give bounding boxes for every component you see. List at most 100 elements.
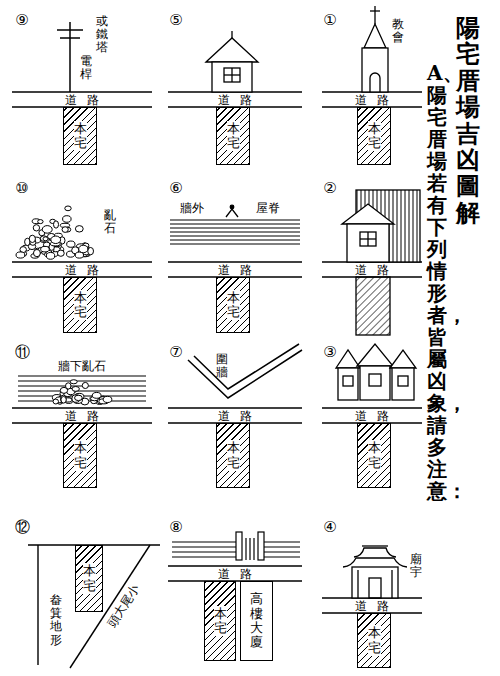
plot-label: 本宅 [227,440,240,471]
scattered-rocks-stroke [54,221,59,228]
house-plot: 本宅 [216,423,250,488]
three-houses-stroke [398,376,408,386]
wall-with-gate-stroke [172,541,236,542]
house-plot: 本宅 [204,581,236,661]
callout-number: ⑪ [15,345,30,360]
dustpan-plot-outline [28,545,160,668]
scattered-rocks-stroke [79,245,88,253]
roof-ridge-lines-stroke [170,231,300,232]
scattered-rocks-stroke [33,249,40,256]
tall-building-behind-house-stroke [356,277,390,335]
callout-number: ② [323,181,336,196]
v-shaped-wall-stroke [194,344,299,389]
road-label: 道路 [54,410,110,422]
road-label: 道路 [344,600,400,612]
callout-number: ⑨ [15,13,28,28]
three-houses [336,344,416,400]
utility-pole-stroke [60,37,80,39]
wall-with-gate-stroke [264,546,300,547]
scattered-rocks-stroke [16,252,25,258]
roof-ridge-lines-stroke [170,223,300,224]
temple-stroke [343,558,407,567]
callout-number: ⑫ [15,520,30,535]
church [362,6,388,92]
object-label: 電桿 [80,55,92,81]
church-stroke [370,73,380,92]
plot-label: 本宅 [214,606,227,637]
object-label: 或鐵塔 [96,15,108,55]
house-plot: 本宅 [357,107,391,165]
wall-with-gate-stroke [245,538,246,560]
scattered-rocks-stroke [38,220,43,224]
temple-stroke [362,545,388,546]
house-plot: 本宅 [63,277,97,333]
scattered-rocks-stroke [103,396,112,402]
house-stroke [231,31,232,38]
road-label: 道路 [344,410,400,422]
scattered-rocks-stroke [29,235,35,242]
three-houses-stroke [360,366,390,400]
callout-number: ⑧ [169,520,182,535]
wall-with-gate-stroke [236,532,242,560]
scattered-rocks-stroke [70,380,77,384]
page-title: 陽宅厝場吉凶圖解 [456,15,480,226]
wall-with-gate-stroke [172,556,236,557]
callout-number: ⑦ [169,345,182,360]
wall-with-gate-stroke [253,538,254,560]
road-label: 道路 [54,264,110,276]
utility-pole-stroke [57,29,83,31]
scattered-rocks-stroke [63,216,72,223]
object-label: 牆下亂石 [58,358,106,375]
roof-ridge-lines [170,220,300,244]
subtitle: A、陽宅厝場若有下列情形者，皆屬凶象，請多注意： [427,62,447,502]
scattered-rocks-stroke [61,397,66,404]
house-plot: 本宅 [63,107,97,165]
three-houses-stroke [336,350,360,368]
road-lines-stroke [168,407,302,408]
house-plot: 本宅 [216,277,250,333]
road-lines-stroke [168,565,302,566]
tall-building-behind-house-stroke [342,204,394,224]
building-plot: 高樓大廈 [240,581,273,661]
scattered-rocks-stroke [40,236,47,242]
plot-label: 本宅 [227,290,240,321]
object-label: 屋脊 [256,200,280,217]
callout-number: ④ [323,520,336,535]
tall-building-behind-house-stroke [360,238,376,239]
road-label: 道路 [207,410,263,422]
plot-label: 高樓大廈 [250,591,263,650]
roof-ridge-lines-stroke [170,235,300,236]
ridge-mark-stroke [230,205,234,209]
scattered-rocks-stroke [65,206,71,211]
road-label: 道路 [54,94,110,106]
callout-number: ⑤ [169,13,182,28]
tall-building-behind-house-stroke [360,232,376,246]
object-label: 牆外 [180,200,204,217]
scattered-rocks-stroke [57,250,64,256]
road-label: 道路 [344,94,400,106]
v-shaped-wall [188,344,302,398]
temple-stroke [352,567,398,598]
scattered-rocks-stroke [92,392,101,398]
house-stroke [212,62,252,92]
v-shaped-wall-stroke [188,350,302,398]
scattered-rocks-stroke [53,399,58,404]
plot-label: 本宅 [368,121,381,152]
house-plot: 本宅 [75,545,103,612]
wall-lines-stroke [18,380,146,381]
house-plot: 本宅 [357,423,391,488]
callout-number: ③ [323,345,336,360]
wall-with-gate-stroke [264,551,300,552]
house-plot: 本宅 [63,423,97,488]
three-houses-stroke [338,368,358,400]
temple-stroke [354,548,396,557]
church-stroke [362,48,388,92]
road-lines-stroke [322,407,422,408]
scattered-rocks-stroke [75,395,83,400]
roof-ridge-lines-stroke [170,239,300,240]
house-plot: 本宅 [216,107,250,165]
temple-stroke [357,570,358,598]
roof-ridge-lines-stroke [170,227,300,228]
object-label: 圍牆 [216,353,228,379]
three-houses-stroke [343,376,353,386]
